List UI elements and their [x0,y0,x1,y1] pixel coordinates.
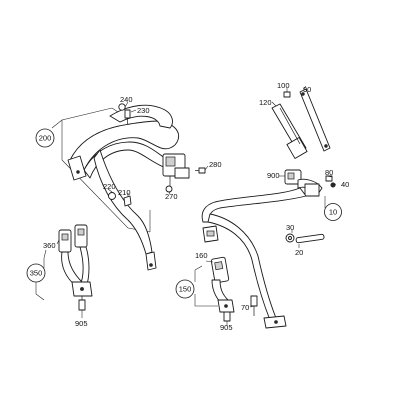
callout-120: 120 [259,98,272,107]
callout-160: 160 [195,251,208,260]
callout-10: 10 [329,208,337,217]
callout-circle-350: 350 [26,263,46,283]
callout-240: 240 [120,95,133,104]
callout-40: 40 [341,180,349,189]
callout-905-center: 905 [220,323,233,332]
callout-220: 220 [103,182,116,191]
callout-30: 30 [286,223,294,232]
callout-280: 280 [209,160,222,169]
callout-150: 150 [179,285,192,294]
front-buckle-assembly [194,256,235,326]
callout-circle-150: 150 [175,279,195,299]
callout-230: 230 [137,106,150,115]
callout-200: 200 [39,134,52,143]
callout-circle-200: 200 [35,128,55,148]
callout-20: 20 [295,248,303,257]
callout-70: 70 [241,303,249,312]
callout-270: 270 [165,192,178,201]
front-belt-assembly [201,169,337,329]
callout-80: 80 [325,168,333,177]
rear-belt-assembly [51,101,209,271]
callout-360: 360 [43,241,56,250]
callout-100: 100 [277,81,290,90]
callout-350: 350 [30,269,43,278]
callout-210: 210 [118,188,131,197]
callout-90: 90 [303,85,311,94]
callout-circle-10: 10 [324,203,342,221]
height-adjuster-assembly [271,85,331,159]
callout-900: 900 [267,171,280,180]
callout-905-left: 905 [75,319,88,328]
